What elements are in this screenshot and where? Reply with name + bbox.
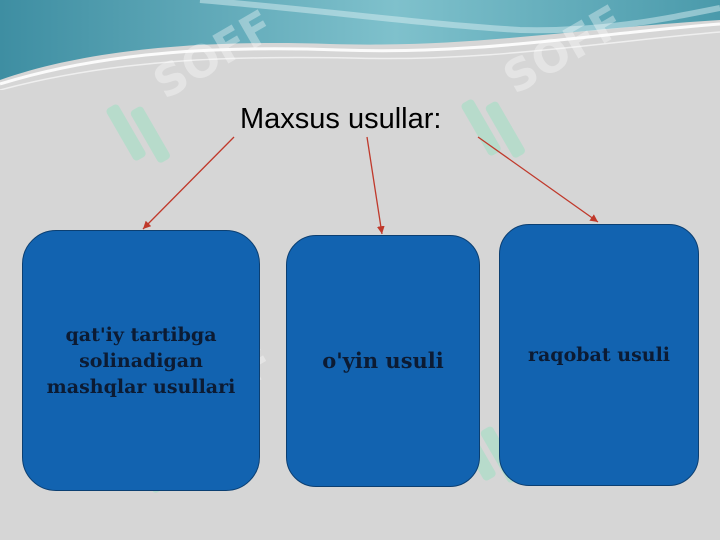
box-label: o'yin usuli — [322, 348, 444, 373]
box-competition-method: raqobat usuli — [499, 224, 699, 486]
diagram-title: Maxsus usullar: — [240, 103, 442, 135]
arrow-to-box-1 — [142, 136, 235, 230]
box-label: qat'iy tartibga solinadigan mashqlar usu… — [46, 323, 236, 398]
header-wave-decoration — [0, 0, 720, 90]
box-strict-exercise-methods: qat'iy tartibga solinadigan mashqlar usu… — [22, 230, 260, 491]
box-game-method: o'yin usuli — [286, 235, 480, 487]
arrow-to-box-2 — [366, 136, 385, 235]
box-label: raqobat usuli — [527, 344, 671, 366]
arrow-to-box-3 — [477, 136, 599, 223]
